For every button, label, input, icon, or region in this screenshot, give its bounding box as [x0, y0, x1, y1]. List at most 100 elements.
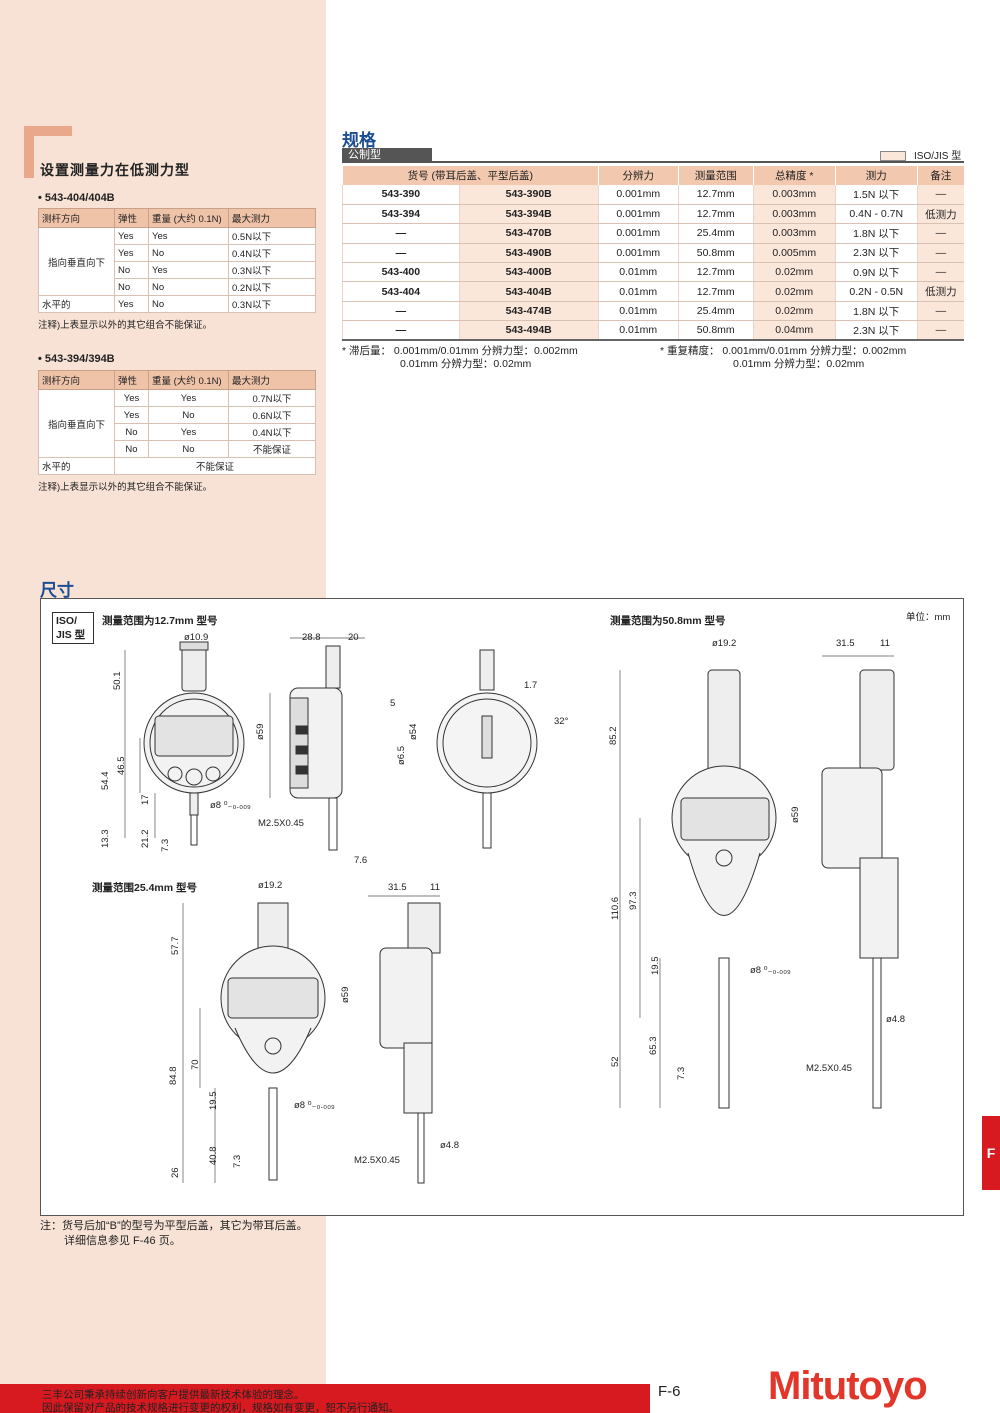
- spec-cell: 12.7mm: [677, 185, 754, 205]
- cell: 0.7N以下: [228, 389, 316, 407]
- dimension-label: 11: [880, 638, 890, 649]
- spec-cell: 543-404: [342, 281, 460, 302]
- spec-cell: —: [916, 262, 964, 283]
- dimension-label: 7.3: [232, 1154, 243, 1168]
- dimension-label: ø19.2: [258, 880, 283, 891]
- dimension-label: 20: [348, 632, 359, 643]
- spec-note-left-2: 0.01mm 分辨力型：0.02mm: [400, 358, 532, 370]
- dimension-label: 21.2: [140, 829, 151, 849]
- dimension-label: 7.6: [354, 855, 368, 866]
- dimension-label: 40.8: [208, 1146, 219, 1166]
- header-direction: 测杆方向: [38, 370, 115, 390]
- dimension-label: 32°: [554, 716, 569, 727]
- footer-bar: [0, 1384, 650, 1413]
- header-elastic: 弹性: [114, 208, 149, 228]
- spec-cell: 0.04mm: [752, 320, 836, 342]
- dimension-label: 57.7: [170, 936, 181, 956]
- spec-cell: 543-400B: [458, 262, 599, 283]
- dim-heading: 尺寸: [40, 581, 74, 600]
- iso-jis-box: ISO/ JIS 型: [52, 612, 94, 644]
- dimension-label: M2.5X0.45: [354, 1155, 400, 1166]
- dimension-label: 7.3: [676, 1066, 687, 1080]
- cell: 0.3N以下: [228, 295, 316, 313]
- spec-cell: 2.3N 以下: [834, 320, 918, 342]
- cell: Yes: [114, 389, 149, 407]
- bottom-note-2: 详细信息参见 F-46 页。: [64, 1235, 181, 1247]
- cell: No: [148, 244, 229, 262]
- cell: Yes: [114, 406, 149, 424]
- spec-cell: 12.7mm: [677, 262, 754, 283]
- spec-cell: 543-474B: [458, 301, 599, 322]
- group-label: 指向垂直向下: [38, 227, 115, 296]
- spec-note-right-2: 0.01mm 分辨力型：0.02mm: [733, 358, 865, 370]
- gauge-508-front: [671, 669, 777, 1109]
- dimension-label: ø59: [255, 723, 266, 740]
- spec-header: 分辨力: [597, 166, 679, 185]
- spec-cell: —: [342, 320, 460, 342]
- spec-header: 货号 (带耳后盖、平型后盖): [342, 166, 599, 185]
- spec-cell: 543-400: [342, 262, 460, 283]
- cell: Yes: [148, 389, 229, 407]
- dimension-label: ø6.5: [396, 745, 407, 765]
- spec-cell: 543-390: [342, 185, 460, 205]
- table2-subtitle: • 543-394/394B: [38, 353, 115, 365]
- spec-cell: 543-394: [342, 204, 460, 225]
- cell: No: [114, 278, 149, 296]
- brand-logo: Mitutoyo: [768, 1364, 928, 1408]
- dimension-label: ø4.8: [886, 1014, 906, 1025]
- gauge-508-side: [821, 669, 899, 1109]
- dimension-label: ø10.9: [184, 632, 209, 643]
- dimension-label: ø4.8: [440, 1140, 460, 1151]
- cell: Yes: [114, 227, 149, 245]
- section-tab[interactable]: F: [982, 1116, 1000, 1190]
- footer-text: 三丰公司秉承持续创新向客户提供最新技术体验的理念。 因此保留对产品的技术规格进行…: [42, 1389, 399, 1413]
- cell: Yes: [114, 244, 149, 262]
- dimension-label: ø59: [340, 986, 351, 1003]
- cell: 不能保证: [228, 440, 316, 458]
- spec-cell: 0.003mm: [752, 204, 836, 225]
- spec-header: 测量范围: [677, 166, 754, 185]
- dimension-label: 84.8: [168, 1066, 179, 1086]
- dimension-label: 1.7: [524, 680, 538, 691]
- spec-cell: —: [342, 223, 460, 244]
- dimension-label: 28.8: [302, 632, 321, 643]
- cell: No: [148, 278, 229, 296]
- spec-cell: 12.7mm: [677, 204, 754, 225]
- spec-cell: 25.4mm: [677, 301, 754, 322]
- spec-rule: [342, 161, 964, 163]
- cell: No: [148, 406, 229, 424]
- label-127: 测量范围为12.7mm 型号: [102, 615, 218, 627]
- spec-cell: 543-394B: [458, 204, 599, 225]
- spec-cell: 0.001mm: [597, 204, 679, 225]
- spec-header: 测力: [834, 166, 918, 185]
- spec-cell: 0.2N - 0.5N: [834, 281, 918, 302]
- spec-cell: 1.8N 以下: [834, 301, 918, 322]
- gauge-127-front: [143, 641, 245, 846]
- legend-swatch: [880, 151, 906, 162]
- cell: 不能保证: [114, 457, 316, 475]
- gauge-254-front: [220, 902, 326, 1181]
- spec-cell: 0.01mm: [597, 281, 679, 302]
- cell: 0.5N以下: [228, 227, 316, 245]
- group-label: 指向垂直向下: [38, 389, 115, 458]
- dimension-label: ø19.2: [712, 638, 737, 649]
- spec-cell: —: [916, 223, 964, 244]
- spec-cell: —: [342, 243, 460, 264]
- header-weight: 重量 (大约 0.1N): [148, 208, 229, 228]
- spec-cell: 0.4N - 0.7N: [834, 204, 918, 225]
- cell: 水平的: [38, 295, 115, 313]
- dimension-drawings: [124, 637, 899, 1184]
- table2-note: 注释)上表显示以外的其它组合不能保证。: [38, 482, 213, 493]
- spec-cell: 0.01mm: [597, 262, 679, 283]
- cell: Yes: [114, 295, 149, 313]
- dimension-label: ø8 ⁰₋₀.₀₀₉: [750, 965, 791, 976]
- cell: 水平的: [38, 457, 115, 475]
- header-max-force: 最大测力: [228, 208, 316, 228]
- spec-cell: —: [916, 243, 964, 264]
- dimension-label: 65.3: [648, 1036, 659, 1056]
- footer-line-2: 因此保留对产品的技术规格进行变更的权利，规格如有变更，恕不另行通知。: [42, 1402, 399, 1413]
